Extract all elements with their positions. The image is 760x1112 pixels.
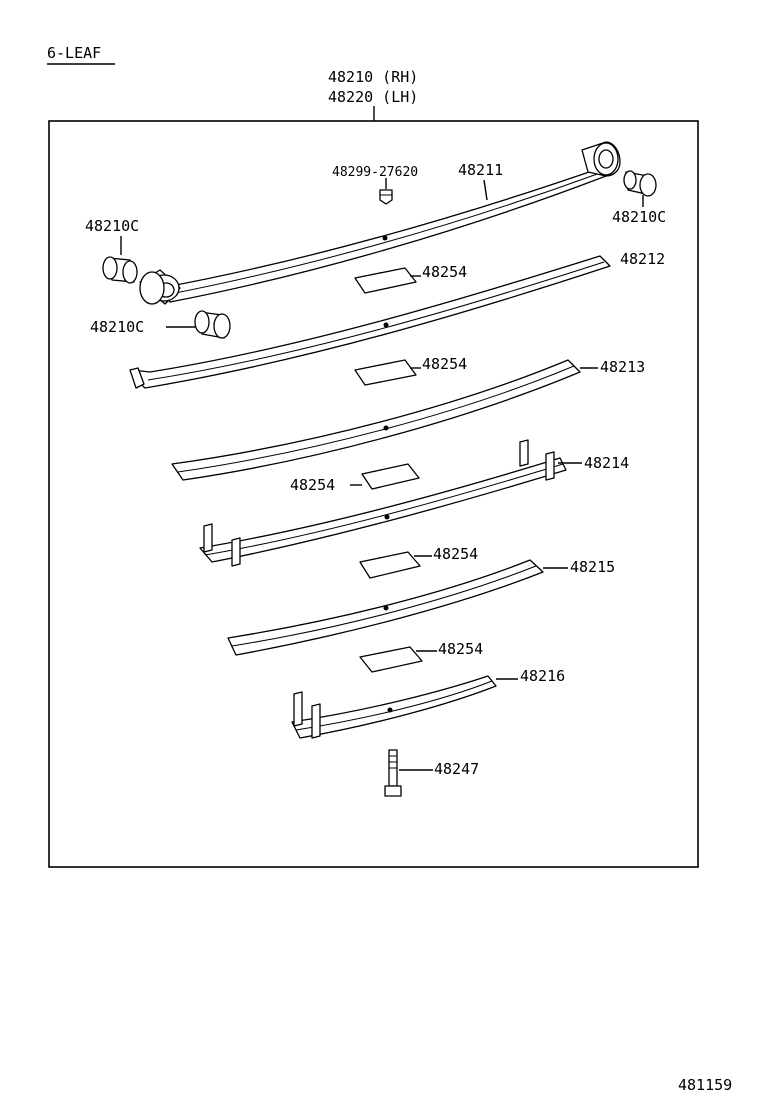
liner-1 [354, 267, 417, 294]
bushing-left-bottom [194, 310, 231, 339]
leaf-48214 [199, 439, 567, 567]
part-label-liner4: 48254 [433, 545, 478, 563]
part-label-center-bolt: 48247 [434, 760, 479, 778]
bushing-left-top [102, 256, 138, 284]
liner-5 [359, 646, 423, 673]
part-label-bushing-right: 48210C [612, 208, 666, 226]
page-title: 6-LEAF [47, 44, 101, 62]
assembly-label-rh: 48210 (RH) [328, 68, 418, 86]
part-label-leaf1: 48211 [458, 161, 503, 179]
part-label-liner2: 48254 [422, 355, 467, 373]
assembly-label-lh: 48220 (LH) [328, 88, 418, 106]
part-label-leaf3: 48213 [600, 358, 645, 376]
part-label-leaf6: 48216 [520, 667, 565, 685]
part-label-leaf2: 48212 [620, 250, 665, 268]
part-label-nut: 48299-27620 [332, 165, 418, 180]
leaf-48212 [129, 255, 611, 389]
part-label-liner5: 48254 [438, 640, 483, 658]
leaf-48216 [291, 675, 497, 739]
liner-2 [354, 359, 417, 386]
center-bolt-48247 [384, 749, 402, 797]
part-label-liner3: 48254 [290, 476, 335, 494]
leaf-48213 [171, 359, 581, 481]
nut-48299 [379, 189, 393, 205]
part-label-bushing-left-bottom: 48210C [90, 318, 144, 336]
diagram-frame [48, 120, 699, 868]
bushing-right [623, 170, 657, 197]
part-label-bushing-left-top: 48210C [85, 217, 139, 235]
figure-code: 481159 [678, 1076, 732, 1094]
leaf-48215 [227, 559, 544, 656]
liner-3 [361, 463, 420, 490]
part-label-leaf4: 48214 [584, 454, 629, 472]
spring-eye-right [581, 141, 621, 177]
part-label-leaf5: 48215 [570, 558, 615, 576]
liner-4 [359, 551, 421, 579]
spring-eye-left [139, 269, 181, 305]
part-label-liner1: 48254 [422, 263, 467, 281]
